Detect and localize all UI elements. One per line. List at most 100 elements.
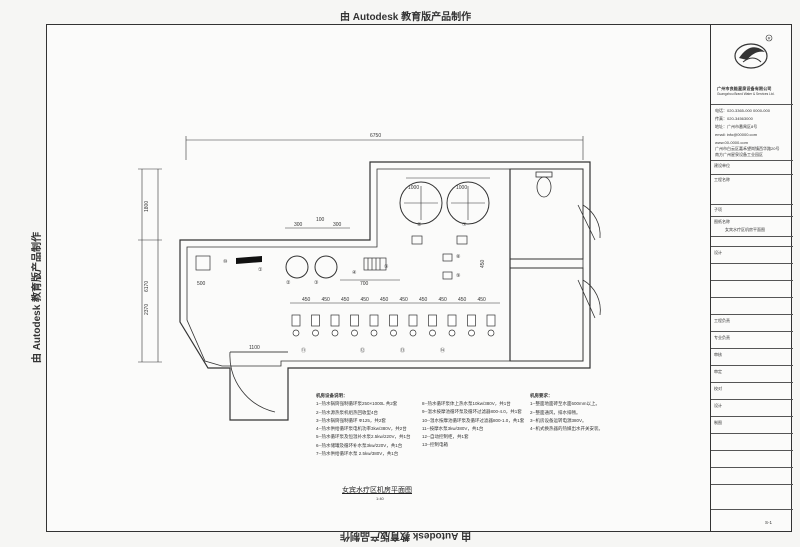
tank-large-1 [399, 181, 443, 225]
contact-line: 地址：广州市番禺区8号 [715, 124, 758, 129]
pump-motor [351, 329, 358, 337]
contact-line: 广州市白云区嘉禾望岗镇西华路20号 [715, 146, 780, 151]
drawing-frame [46, 24, 792, 532]
note-item: 2--热水源热泵机组热回收型4台 [316, 409, 379, 415]
sign-row [711, 484, 793, 485]
dim-left-lower: 2370 [144, 304, 150, 315]
sign-row [711, 297, 793, 298]
note-item: 10--温水按摩池循环泵及循环过滤器800-1.0，共1套 [422, 417, 525, 423]
sign-row [711, 399, 793, 400]
circulation-pump [291, 314, 301, 327]
field-drawing-name-value: 女宾水疗区机房平面图 [725, 227, 765, 232]
company-name: 广州市良能星泉设备有限公司 [717, 86, 772, 91]
field-drawing-name: 图纸名称 [714, 219, 730, 224]
dim-pipe-span: 700 [360, 281, 369, 287]
sign-row [711, 280, 793, 281]
circulation-pump [311, 314, 320, 327]
device-label: ⑩ [223, 259, 228, 265]
sign-row [711, 433, 793, 434]
dim-door: 1100 [249, 345, 260, 351]
door-swing [229, 351, 288, 413]
dim-left-total: 6170 [144, 281, 150, 292]
toilet-tank [535, 171, 553, 178]
notes-heading: 机房设备说明： [316, 393, 348, 398]
pump-motor [331, 329, 339, 337]
pump-motor [487, 329, 495, 337]
pump-motor [429, 329, 436, 337]
dim-tank-2: 100 [316, 217, 325, 223]
sign-row-label: 设计 [714, 403, 722, 408]
device-label: ⑥ [417, 222, 422, 228]
circulation-pump [330, 314, 340, 327]
contact-line: 南方广州星泉设备工业园区 [715, 152, 763, 157]
device-label: ② [286, 280, 291, 286]
row-pitch-label: 450 [478, 297, 487, 303]
dim-small-side: 500 [197, 281, 206, 287]
heat-exchanger [195, 255, 211, 271]
watermark-top: 由 Autodesk 教育版产品制作 [340, 12, 472, 23]
row-pitch-label: 450 [380, 297, 389, 303]
toilet-room-upper [509, 168, 584, 260]
row-pitch-label: 450 [458, 297, 467, 303]
note-item: 9--温水按摩池循环泵及循环过滤器800-4.0，共1套 [422, 409, 522, 415]
sign-row-label: 专业负责 [714, 335, 730, 340]
room-inner [186, 168, 584, 367]
device-label: ⑧ [456, 254, 461, 260]
equipment-notes: 机房设备说明： 1--热水锅筒强制循环泵250×1000L 共2套 2--热水源… [316, 392, 411, 458]
circulation-pump [447, 314, 457, 327]
dim-top-overall: 6750 [370, 133, 381, 139]
title-block: R 广州市良能星泉设备有限公司 Guangzhou Brand Water & … [710, 24, 793, 532]
row-pitch-label: 450 [439, 297, 448, 303]
sign-row [711, 450, 793, 451]
requirement-item: 1--整面地面砖至水面600mm以上。 [530, 401, 601, 407]
toilet-bowl [536, 176, 552, 198]
tank-small-1 [285, 255, 309, 279]
circulation-pump [350, 314, 359, 327]
company-logo: R [734, 34, 773, 69]
device-label: ⑤ [384, 264, 389, 270]
contact-line: www.00-0000.com [715, 140, 748, 145]
sign-row-label: 制图 [714, 420, 722, 425]
sign-row [711, 416, 793, 417]
dim-tank-1: 300 [294, 222, 303, 228]
tank-large-2 [446, 181, 490, 225]
sign-row-label: 审定 [714, 369, 722, 374]
pump-motor [370, 329, 378, 337]
side-door-upper [577, 204, 601, 241]
sign-row [711, 348, 793, 349]
row-pitch-label: 450 [419, 297, 428, 303]
pump-c [442, 253, 453, 262]
row-pitch-label: 450 [361, 297, 370, 303]
device-label: ④ [352, 270, 357, 276]
sign-row [711, 382, 793, 383]
device-label: ⑬ [400, 347, 405, 354]
row-pitch-label: 450 [400, 297, 409, 303]
field-project: 工程名称 [714, 177, 730, 182]
contact-line: email: info@00000.com [715, 132, 758, 137]
sign-row-label: 工程负责 [714, 318, 730, 323]
dim-tank-3: 300 [333, 222, 342, 228]
requirement-item: 3--机房设备运转电源380V。 [530, 417, 587, 423]
device-label: ③ [314, 280, 319, 286]
side-door-lower [577, 279, 601, 319]
room-requirements: 机房要求： 1--整面地面砖至水面600mm以上。 2--整面通风，排水排畅。 … [530, 392, 603, 433]
sign-row-label: 校对 [714, 386, 722, 391]
device-label: ⑫ [360, 347, 365, 354]
circulation-pump [486, 314, 496, 327]
note-item: 13--控制电箱 [422, 442, 449, 448]
sheet-number: S-1 [765, 520, 773, 525]
device-label: ① [258, 267, 263, 273]
circulation-pump [467, 314, 476, 327]
sign-row-label: 设计 [714, 250, 722, 255]
pump-motor [390, 329, 397, 337]
pump-motor [312, 329, 319, 337]
device-label: ⑭ [440, 347, 445, 354]
company-name-en: Guangzhou Brand Water & Services Ltd. [717, 92, 775, 96]
pump-motor [448, 329, 456, 337]
toilet-room-lower [509, 267, 584, 362]
note-item: 7--热水供给循环水泵 2.5kw/380V，共1台 [316, 451, 399, 457]
dim-diameter-1: 1000 [408, 185, 419, 191]
svg-text:R: R [768, 35, 771, 40]
note-item: 4--热水供给循环泵电机功率3kw/380V，共2台 [316, 426, 407, 432]
